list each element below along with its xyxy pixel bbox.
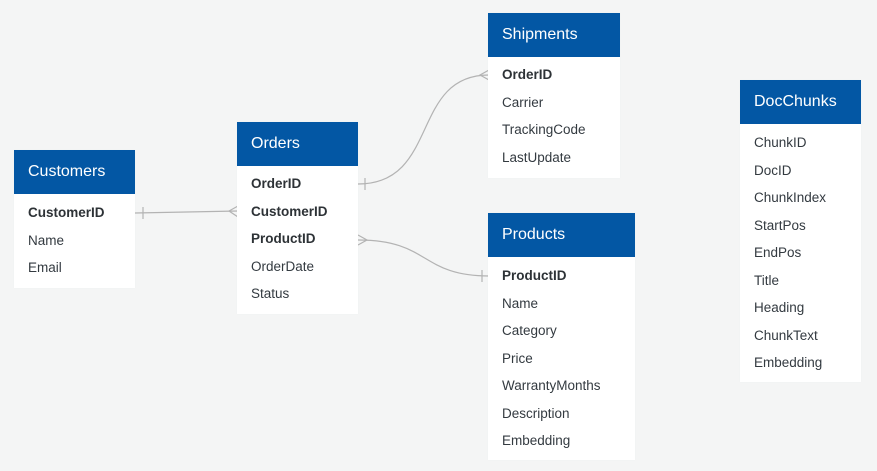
- field-price: Price: [502, 350, 533, 366]
- field-name: Name: [28, 232, 65, 248]
- field-customerid: CustomerID: [251, 203, 328, 219]
- relationship-customers-orders[interactable]: [134, 205, 239, 219]
- field-name: Name: [502, 295, 539, 311]
- field-productid: ProductID: [251, 231, 316, 246]
- field-docid: DocID: [754, 162, 792, 178]
- field-trackingcode: TrackingCode: [502, 122, 586, 137]
- entity-docchunks[interactable]: DocChunks ChunkID DocID ChunkIndex Start…: [740, 80, 861, 382]
- field-description: Description: [502, 405, 570, 421]
- field-productid: ProductID: [502, 268, 567, 283]
- field-heading: Heading: [754, 300, 805, 315]
- entity-title: Products: [488, 213, 635, 257]
- field-title: Title: [754, 272, 780, 288]
- entity-customers[interactable]: Customers CustomerID Name Email: [14, 150, 135, 288]
- field-list: ProductID Name Category Price WarrantyMo…: [488, 257, 635, 455]
- field-warrantymonths: WarrantyMonths: [502, 378, 601, 393]
- entity-title: Shipments: [488, 13, 620, 57]
- field-chunkid: ChunkID: [754, 135, 807, 150]
- field-customerid: CustomerID: [28, 205, 105, 220]
- field-category: Category: [502, 323, 557, 338]
- field-list: CustomerID Name Email: [14, 194, 135, 282]
- field-list: OrderID Carrier TrackingCode LastUpdate: [488, 57, 620, 171]
- field-startpos: StartPos: [754, 217, 806, 233]
- field-list: ChunkID DocID ChunkIndex StartPos EndPos…: [740, 124, 861, 377]
- field-embedding: Embedding: [754, 355, 823, 370]
- field-orderid: OrderID: [502, 67, 553, 82]
- field-orderid: OrderID: [251, 176, 302, 191]
- field-embedding: Embedding: [502, 433, 571, 448]
- entity-orders[interactable]: Orders OrderID CustomerID ProductID Orde…: [237, 122, 358, 314]
- relationship-orders-shipments[interactable]: [357, 69, 490, 190]
- entity-products[interactable]: Products ProductID Name Category Price W…: [488, 213, 635, 460]
- field-email: Email: [28, 260, 62, 275]
- field-orderdate: OrderDate: [251, 258, 315, 274]
- entity-shipments[interactable]: Shipments OrderID Carrier TrackingCode L…: [488, 13, 620, 178]
- field-endpos: EndPos: [754, 245, 802, 260]
- field-list: OrderID CustomerID ProductID OrderDate S…: [237, 166, 358, 308]
- relationship-orders-products[interactable]: [357, 234, 490, 282]
- entity-title: DocChunks: [740, 80, 861, 124]
- field-chunktext: ChunkText: [754, 327, 818, 343]
- entity-title: Orders: [237, 122, 358, 166]
- entity-title: Customers: [14, 150, 135, 194]
- field-carrier: Carrier: [502, 94, 544, 110]
- field-chunkindex: ChunkIndex: [754, 190, 827, 205]
- field-status: Status: [251, 286, 290, 301]
- field-lastupdate: LastUpdate: [502, 149, 572, 165]
